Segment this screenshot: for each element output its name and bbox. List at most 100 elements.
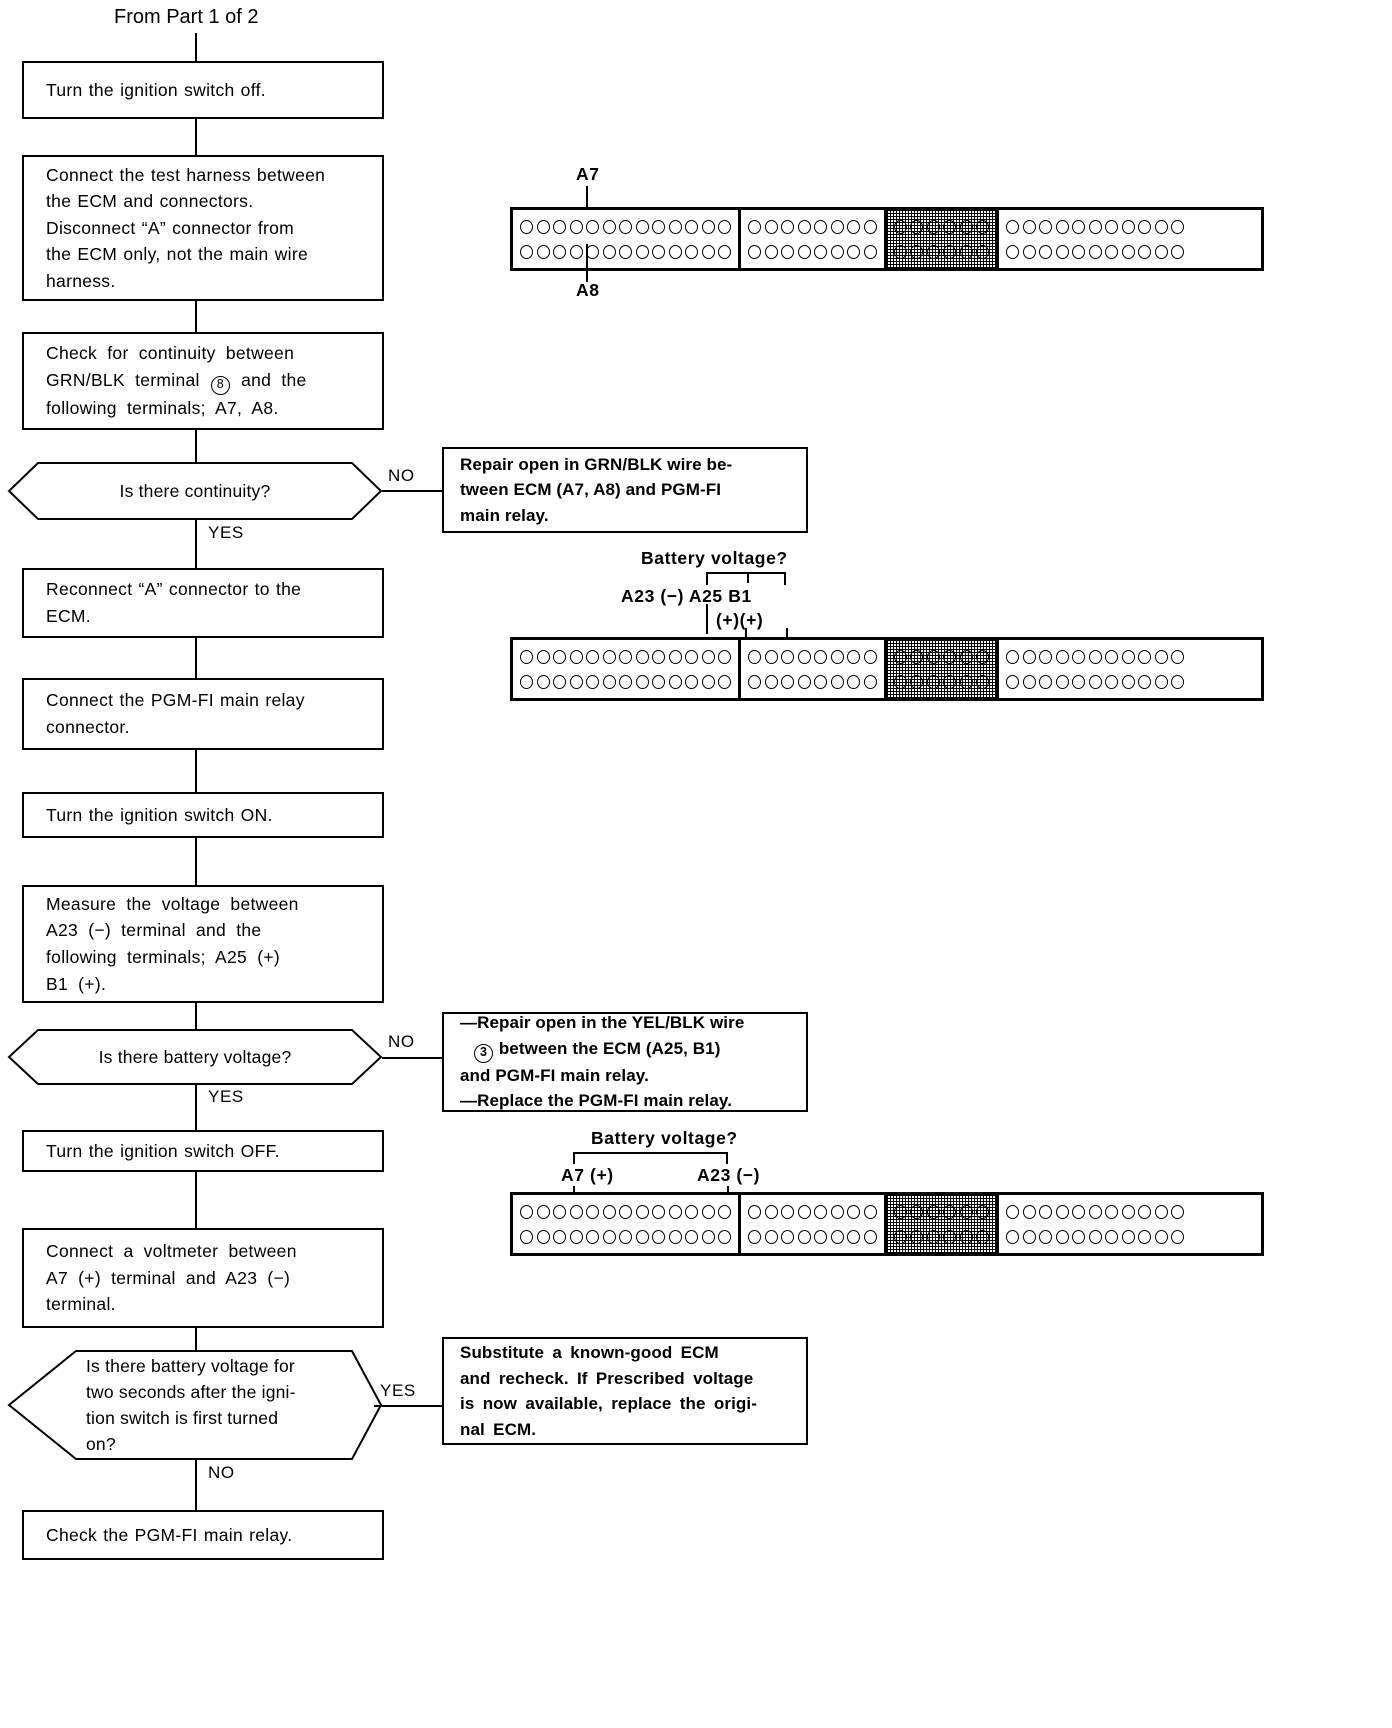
decision-is-there-continuity: Is there continuity? <box>7 462 383 520</box>
connector-pin <box>926 674 940 689</box>
connector-pin <box>1039 674 1052 689</box>
connector-pin <box>1171 1204 1184 1219</box>
connector-pin <box>976 244 989 259</box>
connector-pin <box>976 219 989 234</box>
connector-pin <box>685 1229 698 1244</box>
connector-pin <box>797 244 811 259</box>
circled-number-8: 8 <box>210 376 230 395</box>
connector-pin <box>569 1204 583 1219</box>
connector-pin <box>797 219 811 234</box>
process-text-part1: Check for continuity between GRN/BLK ter… <box>46 343 295 390</box>
connector-pin <box>635 219 649 234</box>
process-text: Connect a voltmeter between A7 (+) termi… <box>46 1241 297 1315</box>
process-text: Check for continuity between GRN/BLK ter… <box>46 340 307 421</box>
connector2-leader-a25 <box>745 628 747 640</box>
connector-pin <box>1022 1229 1036 1244</box>
connector-pin <box>1154 219 1168 234</box>
connector-pin-row <box>520 244 731 259</box>
connector-pin <box>685 674 698 689</box>
connector-pin <box>830 219 844 234</box>
connector-pin <box>701 219 715 234</box>
connector-pin <box>797 649 811 664</box>
connector-pin <box>1022 219 1036 234</box>
branch-label-no-d1: NO <box>388 466 415 485</box>
connector1-label-a8: A8 <box>576 280 600 300</box>
connector-pin <box>1138 674 1151 689</box>
connector-pin <box>764 674 778 689</box>
connector-pin <box>619 1229 632 1244</box>
connector-pin <box>764 1204 778 1219</box>
result-text: Repair open in GRN/BLK wire be- tween EC… <box>460 454 733 525</box>
connector-pin <box>926 1204 940 1219</box>
connector-pin <box>1088 649 1102 664</box>
connector-pin <box>1105 1229 1118 1244</box>
connector-pin <box>685 244 698 259</box>
connector-pin <box>1006 1204 1019 1219</box>
connector-pin <box>830 1204 844 1219</box>
process-box-connect-test-harness: Connect the test harness between the ECM… <box>22 155 384 301</box>
connector-line-s8-to-s9 <box>195 1172 197 1228</box>
connector-pin <box>943 649 956 664</box>
connector-pin <box>1072 674 1085 689</box>
connector-pin <box>781 219 794 234</box>
branch-line-d1-yes <box>195 520 197 568</box>
connector-pin <box>847 649 860 664</box>
connector-pin <box>847 219 860 234</box>
connector-section <box>887 210 999 268</box>
connector-section <box>741 1195 887 1253</box>
connector-pin <box>1154 674 1168 689</box>
connector-pin <box>1039 219 1052 234</box>
connector-pin-row <box>893 674 989 689</box>
connector-line-title-to-s1 <box>195 33 197 61</box>
connector-pin <box>1039 1204 1052 1219</box>
connector-line-s2-to-s3 <box>195 301 197 332</box>
result-text-line3: —Replace the PGM-FI main relay. <box>460 1091 733 1111</box>
connector-pin <box>863 1204 877 1219</box>
connector2-caption-battery-voltage: Battery voltage? <box>641 548 788 568</box>
connector-section <box>513 640 741 698</box>
connector-pin <box>718 244 731 259</box>
connector-pin <box>764 649 778 664</box>
connector-pin-row <box>1006 219 1184 234</box>
connector-pin-row <box>1006 674 1184 689</box>
connector-pin <box>926 1229 940 1244</box>
connector-section <box>887 1195 999 1253</box>
connector-pin <box>893 649 907 664</box>
connector-pin <box>959 1204 973 1219</box>
connector-pin <box>652 244 665 259</box>
connector-pin <box>1171 649 1184 664</box>
connector-pin-row <box>1006 649 1184 664</box>
connector-pin <box>668 244 682 259</box>
connector-line-s4-to-s5 <box>195 638 197 678</box>
connector-pin <box>520 1204 533 1219</box>
connector-pin-row <box>748 674 877 689</box>
connector-line-s9-to-d3 <box>195 1328 197 1350</box>
connector-pin-row <box>748 244 877 259</box>
connector-pin <box>1055 649 1069 664</box>
connector-pin <box>943 219 956 234</box>
connector-pin-row <box>520 1229 731 1244</box>
branch-label-yes-d2: YES <box>208 1087 244 1106</box>
connector-pin <box>1138 649 1151 664</box>
page-title: From Part 1 of 2 <box>114 6 259 28</box>
connector-pin <box>781 649 794 664</box>
connector-pin <box>910 674 923 689</box>
connector-pin <box>1171 219 1184 234</box>
connector-pin <box>1121 674 1135 689</box>
connector-section <box>741 210 887 268</box>
connector-pin <box>652 674 665 689</box>
connector-pin <box>553 649 566 664</box>
connector-pin <box>536 1229 550 1244</box>
connector-pin <box>748 219 761 234</box>
connector-pin <box>1138 1229 1151 1244</box>
connector-pin <box>1006 244 1019 259</box>
connector-pin <box>847 1229 860 1244</box>
connector-pin <box>814 674 827 689</box>
connector-pin <box>830 674 844 689</box>
connector-pin <box>814 219 827 234</box>
connector-pin <box>781 1229 794 1244</box>
connector-section <box>999 210 1191 268</box>
process-box-check-continuity: Check for continuity between GRN/BLK ter… <box>22 332 384 430</box>
connector-pin <box>748 244 761 259</box>
